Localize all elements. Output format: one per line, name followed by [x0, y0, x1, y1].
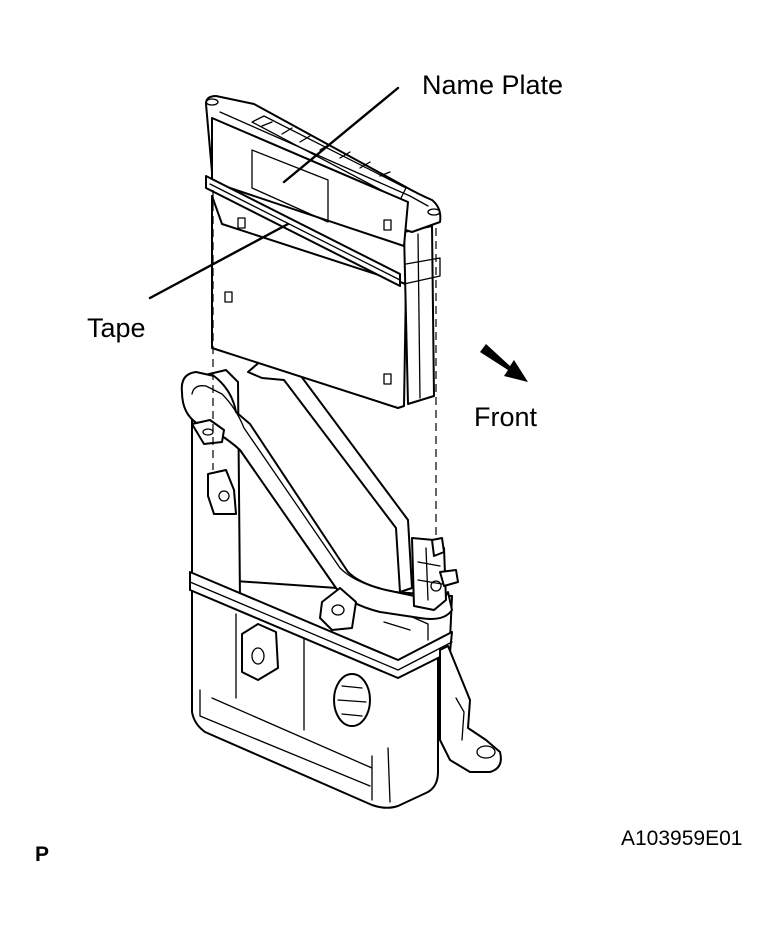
tape-leader [148, 222, 290, 300]
tape-label: Tape [87, 313, 146, 343]
view-marker: P [35, 843, 50, 866]
front-label: Front [474, 402, 538, 432]
ecu-unit [205, 95, 442, 409]
alignment-lines [212, 190, 437, 540]
ecu-bracket [180, 359, 502, 809]
figure-code: A103959E01 [621, 827, 743, 850]
name-plate-leader [282, 86, 400, 184]
name-plate-label: Name Plate [422, 70, 564, 100]
arrow-down-right-icon [480, 344, 528, 382]
